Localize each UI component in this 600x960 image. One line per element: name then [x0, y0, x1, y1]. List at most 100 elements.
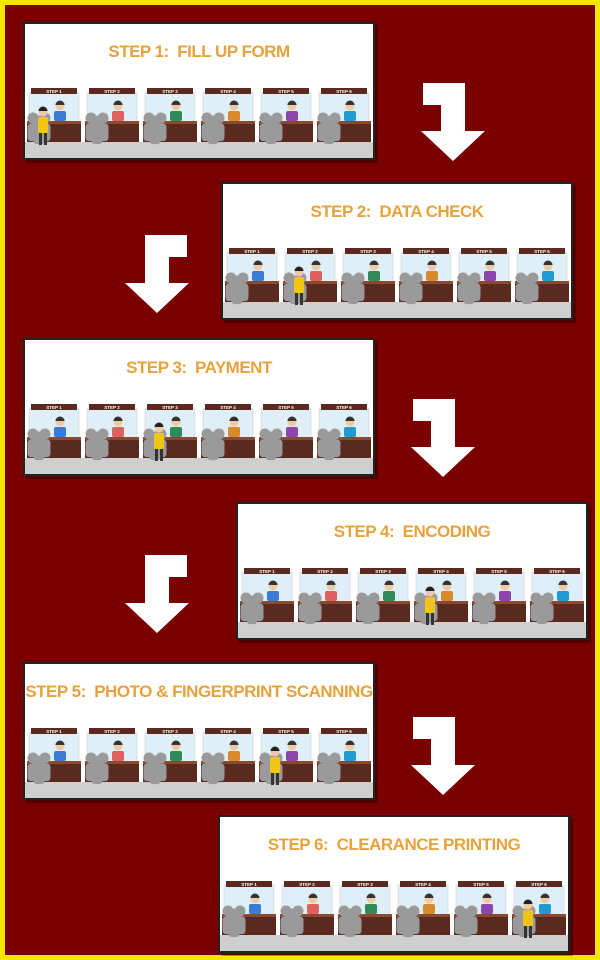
- down-arrow-5: [411, 717, 475, 795]
- active-customer: [294, 266, 304, 305]
- booth-label: STEP 2: [104, 729, 120, 734]
- booth-label: STEP 1: [46, 729, 62, 734]
- booth-label: STEP 3: [162, 729, 178, 734]
- queue-crowd: [457, 272, 481, 305]
- step-2-title: STEP 2: DATA CHECK: [310, 202, 484, 221]
- step-1-scene: STEP 1 STEP 2 STEP 3 STEP 4 STEP 5 STEP 6: [25, 88, 373, 158]
- step-4-title: STEP 4: ENCODING: [333, 522, 491, 541]
- queue-crowd: [222, 905, 246, 938]
- queue-crowd: [356, 592, 380, 625]
- queue-crowd: [201, 428, 225, 461]
- booth-label: STEP 3: [357, 882, 373, 887]
- booth-label: STEP 3: [162, 405, 178, 410]
- booth-label: STEP 1: [46, 89, 62, 94]
- floor: [220, 935, 568, 951]
- booth-label: STEP 2: [317, 569, 333, 574]
- down-arrow-4: [125, 555, 189, 633]
- booth-label: STEP 2: [299, 882, 315, 887]
- booth-label: STEP 4: [418, 249, 434, 254]
- booth-label: STEP 5: [491, 569, 507, 574]
- booth-label: STEP 5: [278, 89, 294, 94]
- queue-crowd: [85, 428, 109, 461]
- step-1-title: STEP 1: FILL UP FORM: [108, 42, 290, 61]
- queue-crowd: [396, 905, 420, 938]
- queue-crowd: [454, 905, 478, 938]
- step-6-title: STEP 6: CLEARANCE PRINTING: [267, 835, 521, 854]
- booth-label: STEP 6: [336, 405, 352, 410]
- booth-label: STEP 5: [278, 405, 294, 410]
- down-arrow-2: [125, 235, 189, 313]
- booth-label: STEP 1: [244, 249, 260, 254]
- booth-label: STEP 4: [220, 405, 236, 410]
- queue-crowd: [338, 905, 362, 938]
- booth-label: STEP 2: [302, 249, 318, 254]
- floor: [238, 622, 586, 638]
- booth-label: STEP 2: [104, 405, 120, 410]
- booth-label: STEP 4: [433, 569, 449, 574]
- step-4-scene: STEP 1 STEP 2 STEP 3 STEP 4 STEP 5 STEP 6: [238, 568, 586, 638]
- step-3-scene: STEP 1 STEP 2 STEP 3 STEP 4 STEP 5 STEP 6: [25, 404, 373, 474]
- queue-crowd: [27, 112, 51, 145]
- floor: [223, 302, 571, 318]
- booth-label: STEP 3: [162, 89, 178, 94]
- queue-crowd: [259, 428, 283, 461]
- queue-crowd: [143, 112, 167, 145]
- queue-crowd: [201, 112, 225, 145]
- booth-label: STEP 4: [415, 882, 431, 887]
- booth-label: STEP 1: [46, 405, 62, 410]
- queue-crowd: [240, 592, 264, 625]
- active-customer: [270, 746, 280, 785]
- booth-label: STEP 6: [534, 249, 550, 254]
- booth-label: STEP 6: [549, 569, 565, 574]
- queue-crowd: [317, 752, 341, 785]
- booth-label: STEP 1: [259, 569, 275, 574]
- booth-label: STEP 4: [220, 729, 236, 734]
- booth-label: STEP 3: [360, 249, 376, 254]
- booth-label: STEP 6: [531, 882, 547, 887]
- active-customer: [154, 422, 164, 461]
- queue-crowd: [399, 272, 423, 305]
- booth-label: STEP 5: [476, 249, 492, 254]
- booth-label: STEP 6: [336, 729, 352, 734]
- queue-crowd: [201, 752, 225, 785]
- floor: [25, 458, 373, 474]
- booth-label: STEP 6: [336, 89, 352, 94]
- queue-crowd: [298, 592, 322, 625]
- booth-label: STEP 5: [473, 882, 489, 887]
- queue-crowd: [317, 428, 341, 461]
- queue-crowd: [143, 752, 167, 785]
- booth-label: STEP 1: [241, 882, 257, 887]
- booth-label: STEP 2: [104, 89, 120, 94]
- queue-crowd: [27, 752, 51, 785]
- queue-crowd: [530, 592, 554, 625]
- step-2-scene: STEP 1 STEP 2 STEP 3 STEP 4 STEP 5 STEP 6: [223, 248, 571, 318]
- step-3-title: STEP 3: PAYMENT: [126, 358, 272, 377]
- booth-label: STEP 5: [278, 729, 294, 734]
- step-5-title: STEP 5: PHOTO & FINGERPRINT SCANNING: [25, 682, 373, 701]
- queue-crowd: [515, 272, 539, 305]
- queue-crowd: [317, 112, 341, 145]
- queue-crowd: [259, 112, 283, 145]
- queue-crowd: [472, 592, 496, 625]
- queue-crowd: [280, 905, 304, 938]
- active-customer: [523, 899, 533, 938]
- down-arrow-3: [411, 399, 475, 477]
- active-customer: [38, 106, 48, 145]
- step-5-scene: STEP 1 STEP 2 STEP 3 STEP 4 STEP 5 STEP 6: [25, 728, 373, 798]
- queue-crowd: [85, 112, 109, 145]
- down-arrow-1: [421, 83, 485, 161]
- queue-crowd: [225, 272, 249, 305]
- step-6-scene: STEP 1 STEP 2 STEP 3 STEP 4 STEP 5 STEP 6: [220, 881, 568, 951]
- booth-4: STEP 4: [201, 88, 255, 142]
- active-customer: [425, 586, 435, 625]
- booth-label: STEP 3: [375, 569, 391, 574]
- step-3-card: STEP 3: PAYMENT STEP 1 STEP 2 STEP 3 STEP 4…: [23, 338, 375, 476]
- queue-crowd: [85, 752, 109, 785]
- queue-crowd: [27, 428, 51, 461]
- queue-crowd: [341, 272, 365, 305]
